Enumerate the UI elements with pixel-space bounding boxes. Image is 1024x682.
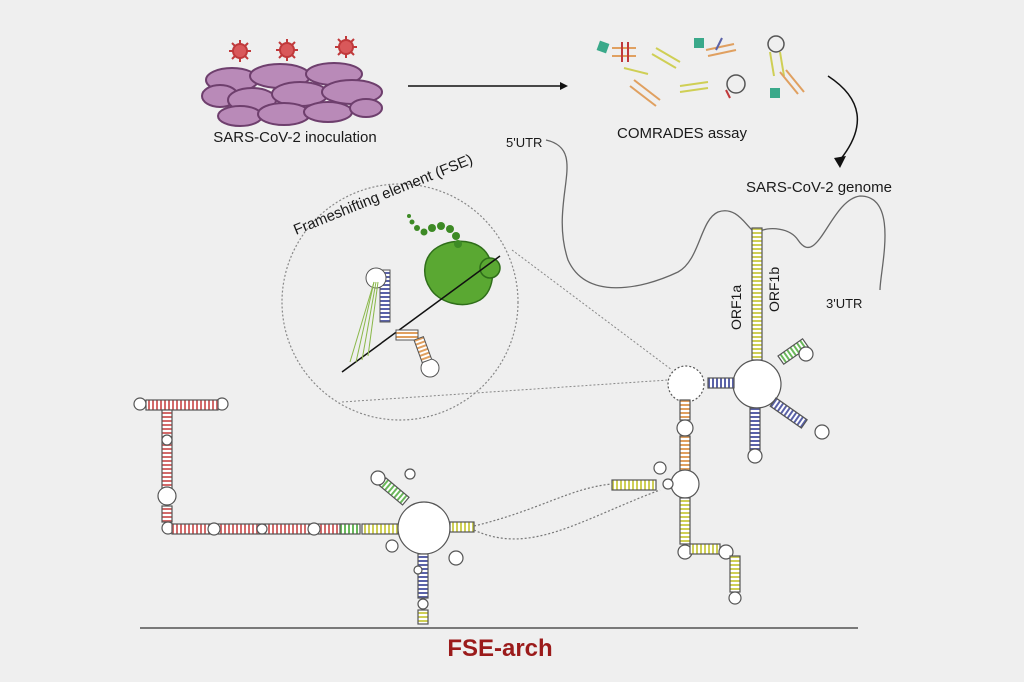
utr5-label: 5'UTR bbox=[506, 135, 542, 150]
rna-secondary-structure-right bbox=[611, 227, 830, 605]
rna-secondary-structure-left bbox=[133, 397, 661, 625]
orf1b-label: ORF1b bbox=[766, 267, 782, 312]
comrades-assay-label: COMRADES assay bbox=[617, 125, 748, 142]
crosslink-lines bbox=[349, 281, 379, 363]
ribosome-icon bbox=[424, 240, 501, 306]
fse-zoom-inset: Frameshifting element (FSE) bbox=[281, 151, 673, 421]
fse-label: Frameshifting element (FSE) bbox=[291, 151, 475, 239]
rna-fragments-illustration bbox=[596, 35, 805, 107]
curved-arrow-icon bbox=[827, 75, 859, 168]
orf1a-label: ORF1a bbox=[728, 285, 744, 330]
inoculation-label: SARS-CoV-2 inoculation bbox=[213, 129, 376, 146]
cell-layer bbox=[201, 62, 383, 127]
virus-icon bbox=[229, 36, 357, 62]
arrow-right-icon bbox=[408, 82, 568, 90]
infected-cells-illustration bbox=[201, 36, 383, 127]
genome-backbone bbox=[545, 139, 886, 291]
genome-label: SARS-CoV-2 genome bbox=[746, 179, 892, 196]
figure-title: FSE-arch bbox=[447, 635, 552, 662]
peptide-chain bbox=[407, 214, 462, 248]
utr3-label: 3'UTR bbox=[826, 296, 862, 311]
